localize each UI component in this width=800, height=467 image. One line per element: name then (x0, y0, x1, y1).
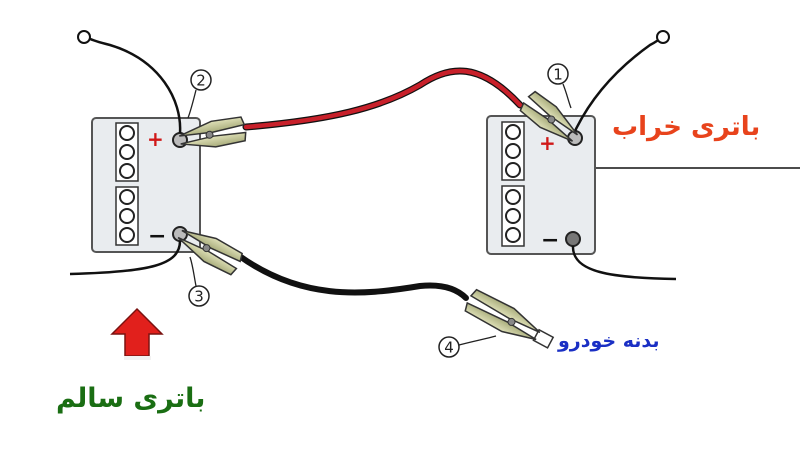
arrow-up-icon (110, 307, 164, 357)
clamp-3 (177, 229, 244, 276)
marker-3-text: 3 (194, 288, 204, 306)
marker-2: 2 (187, 69, 212, 119)
marker-4: 4 (438, 335, 497, 358)
clamp-1 (519, 90, 579, 142)
car-body-label: بدنه خودرو (558, 330, 660, 352)
dead-battery-cells (501, 121, 525, 247)
good-battery-plus: + (147, 127, 164, 151)
marker-1: 1 (547, 63, 572, 109)
wire-end-left (77, 30, 91, 44)
arrow-shadow (124, 356, 151, 360)
good-battery-label: باتری سالم (56, 383, 206, 414)
marker-4-text: 4 (444, 339, 454, 357)
good-battery-ground-wire (69, 240, 182, 276)
good-battery-positive-wire (87, 36, 182, 134)
red-cable-outline (242, 67, 524, 131)
red-jumper-cable (243, 68, 523, 130)
wire-end-right (656, 30, 670, 44)
marker-2-text: 2 (196, 72, 206, 90)
dead-battery-ground-wire (571, 245, 677, 281)
good-battery: + − (91, 117, 201, 253)
dead-battery-label: باتری خراب (612, 112, 761, 142)
vehicle-wires (69, 30, 800, 281)
dead-battery-negative-terminal (565, 231, 581, 247)
marker-3: 3 (188, 256, 210, 307)
good-battery-cells (115, 122, 139, 246)
dead-battery: + − (486, 115, 596, 255)
black-jumper-cable (235, 252, 469, 301)
clamp-2 (178, 116, 247, 148)
clamp-4 (464, 288, 555, 349)
good-battery-minus: − (148, 224, 166, 249)
marker-1-text: 1 (553, 66, 563, 84)
dead-battery-minus: − (541, 228, 559, 253)
dead-battery-plus: + (539, 131, 556, 155)
